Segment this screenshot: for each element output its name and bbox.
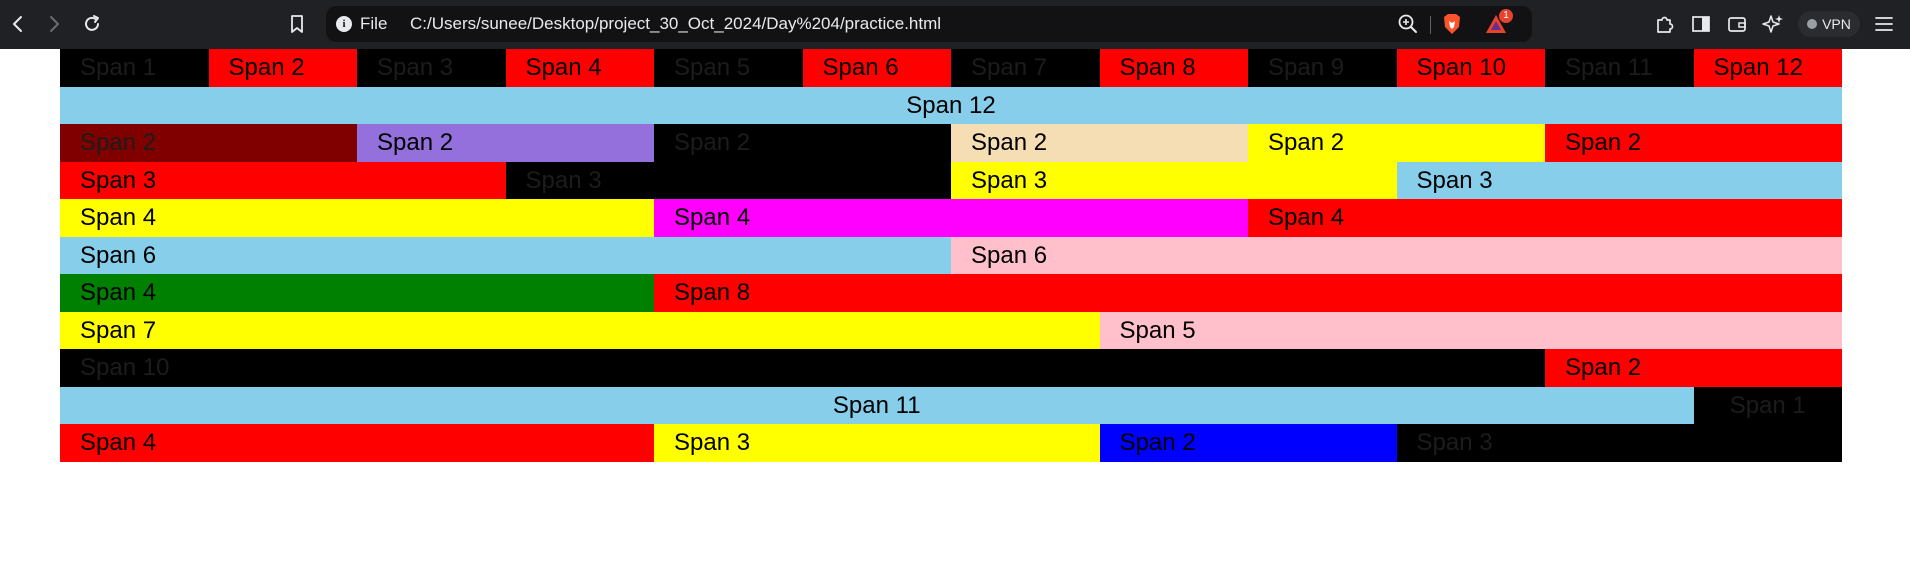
grid-cell: Span 3 [1396, 424, 1842, 462]
grid-cell: Span 3 [60, 161, 506, 199]
grid-cell: Span 5 [1099, 311, 1842, 349]
address-bar[interactable]: i File C:/Users/sunee/Desktop/project_30… [326, 6, 1532, 42]
forward-button[interactable] [42, 12, 66, 36]
grid-cell: Span 8 [654, 274, 1842, 312]
grid-cell: Span 6 [802, 49, 951, 87]
info-icon[interactable]: i [336, 16, 352, 32]
hamburger-menu-icon [1875, 17, 1893, 31]
brave-shields-button[interactable] [1440, 12, 1464, 36]
url-text[interactable]: C:/Users/sunee/Desktop/project_30_Oct_20… [410, 14, 942, 33]
separator [1430, 16, 1431, 34]
browser-toolbar: i File C:/Users/sunee/Desktop/project_30… [0, 0, 1910, 49]
vpn-status-icon [1807, 19, 1818, 29]
grid-cell: Span 11 [1545, 49, 1694, 87]
grid-cell: Span 9 [1248, 49, 1397, 87]
grid-cell: Span 10 [60, 349, 1545, 387]
forward-arrow-icon [50, 16, 59, 32]
grid-cell: Span 11 [60, 386, 1694, 424]
reload-icon [85, 15, 99, 31]
brave-lion-icon [1444, 14, 1460, 34]
grid-cell: Span 10 [1396, 49, 1545, 87]
grid-cell: Span 3 [1396, 161, 1842, 199]
grid-cell: Span 2 [654, 124, 951, 162]
grid-cell: Span 2 [208, 49, 357, 87]
vpn-label: VPN [1822, 16, 1851, 32]
grid-cell: Span 6 [60, 236, 951, 274]
zoom-button[interactable] [1396, 12, 1420, 36]
extensions-button[interactable] [1653, 12, 1677, 36]
grid-cell: Span 4 [505, 49, 654, 87]
grid-cell: Span 7 [951, 49, 1100, 87]
grid-cell: Span 6 [951, 236, 1842, 274]
wallet-icon [1728, 17, 1746, 32]
grid-cell: Span 1 [60, 49, 209, 87]
rewards-badge: 1 [1499, 9, 1513, 23]
sidebar-icon [1692, 16, 1710, 32]
sparkle-icon [1762, 15, 1783, 33]
grid-cell: Span 4 [654, 199, 1248, 237]
vpn-button[interactable]: VPN [1798, 11, 1860, 37]
sidebar-button[interactable] [1689, 12, 1713, 36]
grid-cell: Span 2 [357, 124, 654, 162]
wallet-button[interactable] [1725, 12, 1749, 36]
zoom-icon [1398, 14, 1417, 33]
grid-cell: Span 4 [60, 424, 654, 462]
grid-cell: Span 2 [1248, 124, 1545, 162]
grid-cell: Span 1 [1693, 386, 1842, 424]
grid-cell: Span 12 [1693, 49, 1842, 87]
reload-button[interactable] [80, 12, 104, 36]
grid-cell: Span 2 [1545, 349, 1842, 387]
grid-cell: Span 12 [60, 86, 1842, 124]
bookmark-button[interactable] [285, 12, 309, 36]
grid-cell: Span 2 [60, 124, 357, 162]
rewards-triangle-icon [1486, 15, 1506, 33]
grid-cell: Span 3 [357, 49, 506, 87]
grid-cell: Span 5 [654, 49, 803, 87]
grid-cell: Span 4 [60, 199, 654, 237]
brave-rewards-button[interactable] [1484, 12, 1508, 36]
grid-cell: Span 3 [951, 161, 1397, 199]
back-button[interactable] [6, 12, 30, 36]
leo-ai-button[interactable] [1761, 12, 1785, 36]
file-scheme-label: File [360, 14, 388, 33]
grid-cell: Span 7 [60, 311, 1100, 349]
grid-cell: Span 4 [1248, 199, 1842, 237]
grid-cell: Span 3 [654, 424, 1100, 462]
grid-cell: Span 8 [1099, 49, 1248, 87]
grid-cell: Span 2 [1099, 424, 1397, 462]
grid-cell: Span 3 [505, 161, 951, 199]
grid-cell: Span 4 [60, 274, 654, 312]
grid-cell: Span 2 [1545, 124, 1842, 162]
grid-cell: Span 2 [951, 124, 1248, 162]
bookmark-icon [291, 15, 303, 33]
menu-button[interactable] [1872, 12, 1896, 36]
puzzle-icon [1657, 16, 1674, 33]
back-arrow-icon [13, 16, 22, 32]
